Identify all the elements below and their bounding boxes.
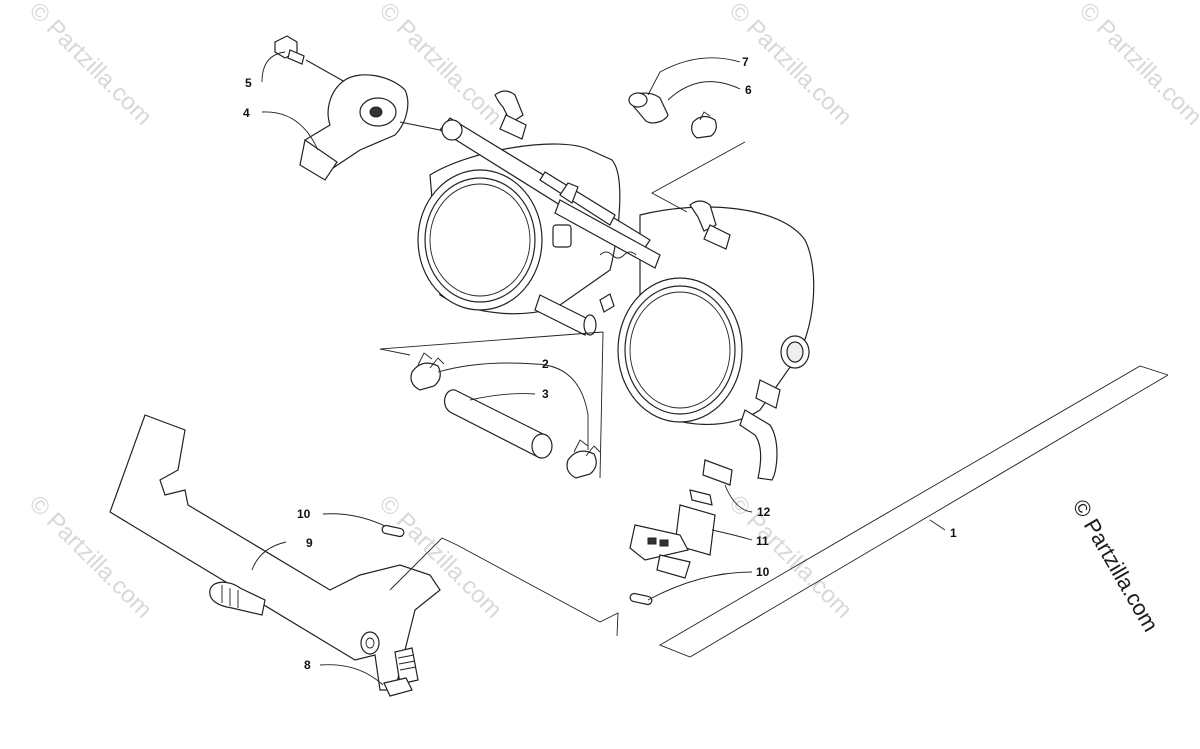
hose-part-3 — [443, 389, 553, 459]
callout-7: 7 — [742, 55, 749, 69]
throttle-sensor-part-4 — [299, 74, 409, 181]
leader-lines — [251, 51, 753, 686]
callout-labels: 1 2 3 4 5 6 7 8 9 10 10 11 12 — [243, 55, 957, 672]
callout-8: 8 — [304, 658, 311, 672]
clamp-part-2-upper — [410, 352, 445, 391]
watermark-faint: © Partzilla.com — [24, 0, 157, 131]
callout-4: 4 — [243, 106, 250, 120]
screw-part-5 — [274, 35, 305, 65]
bolt-part-8 — [383, 647, 419, 697]
callout-10-upper: 10 — [297, 507, 311, 521]
watermark-faint: © Partzilla.com — [724, 490, 857, 623]
watermark-main: © Partzilla.com — [1068, 495, 1164, 636]
callout-12: 12 — [757, 505, 771, 519]
injector-part-11 — [629, 489, 716, 579]
clamp-part-2-lower — [566, 439, 601, 479]
throttle-body-assembly — [417, 90, 815, 481]
callout-10-lower: 10 — [756, 565, 770, 579]
watermark-faint: © Partzilla.com — [1074, 0, 1200, 131]
seal-part-12 — [702, 459, 733, 486]
callout-11: 11 — [756, 534, 769, 548]
clamp-part-6 — [691, 111, 717, 139]
oring-part-10-upper — [381, 524, 405, 538]
callout-5: 5 — [245, 76, 252, 90]
callout-2: 2 — [542, 357, 549, 371]
bracket-part-9 — [109, 414, 441, 691]
callout-1: 1 — [950, 526, 957, 540]
callout-9: 9 — [306, 536, 313, 550]
cap-part-7 — [628, 92, 669, 124]
oring-part-10-lower — [629, 592, 653, 606]
callout-3: 3 — [542, 387, 549, 401]
callout-6: 6 — [745, 83, 752, 97]
assembly-outline — [658, 365, 1169, 658]
